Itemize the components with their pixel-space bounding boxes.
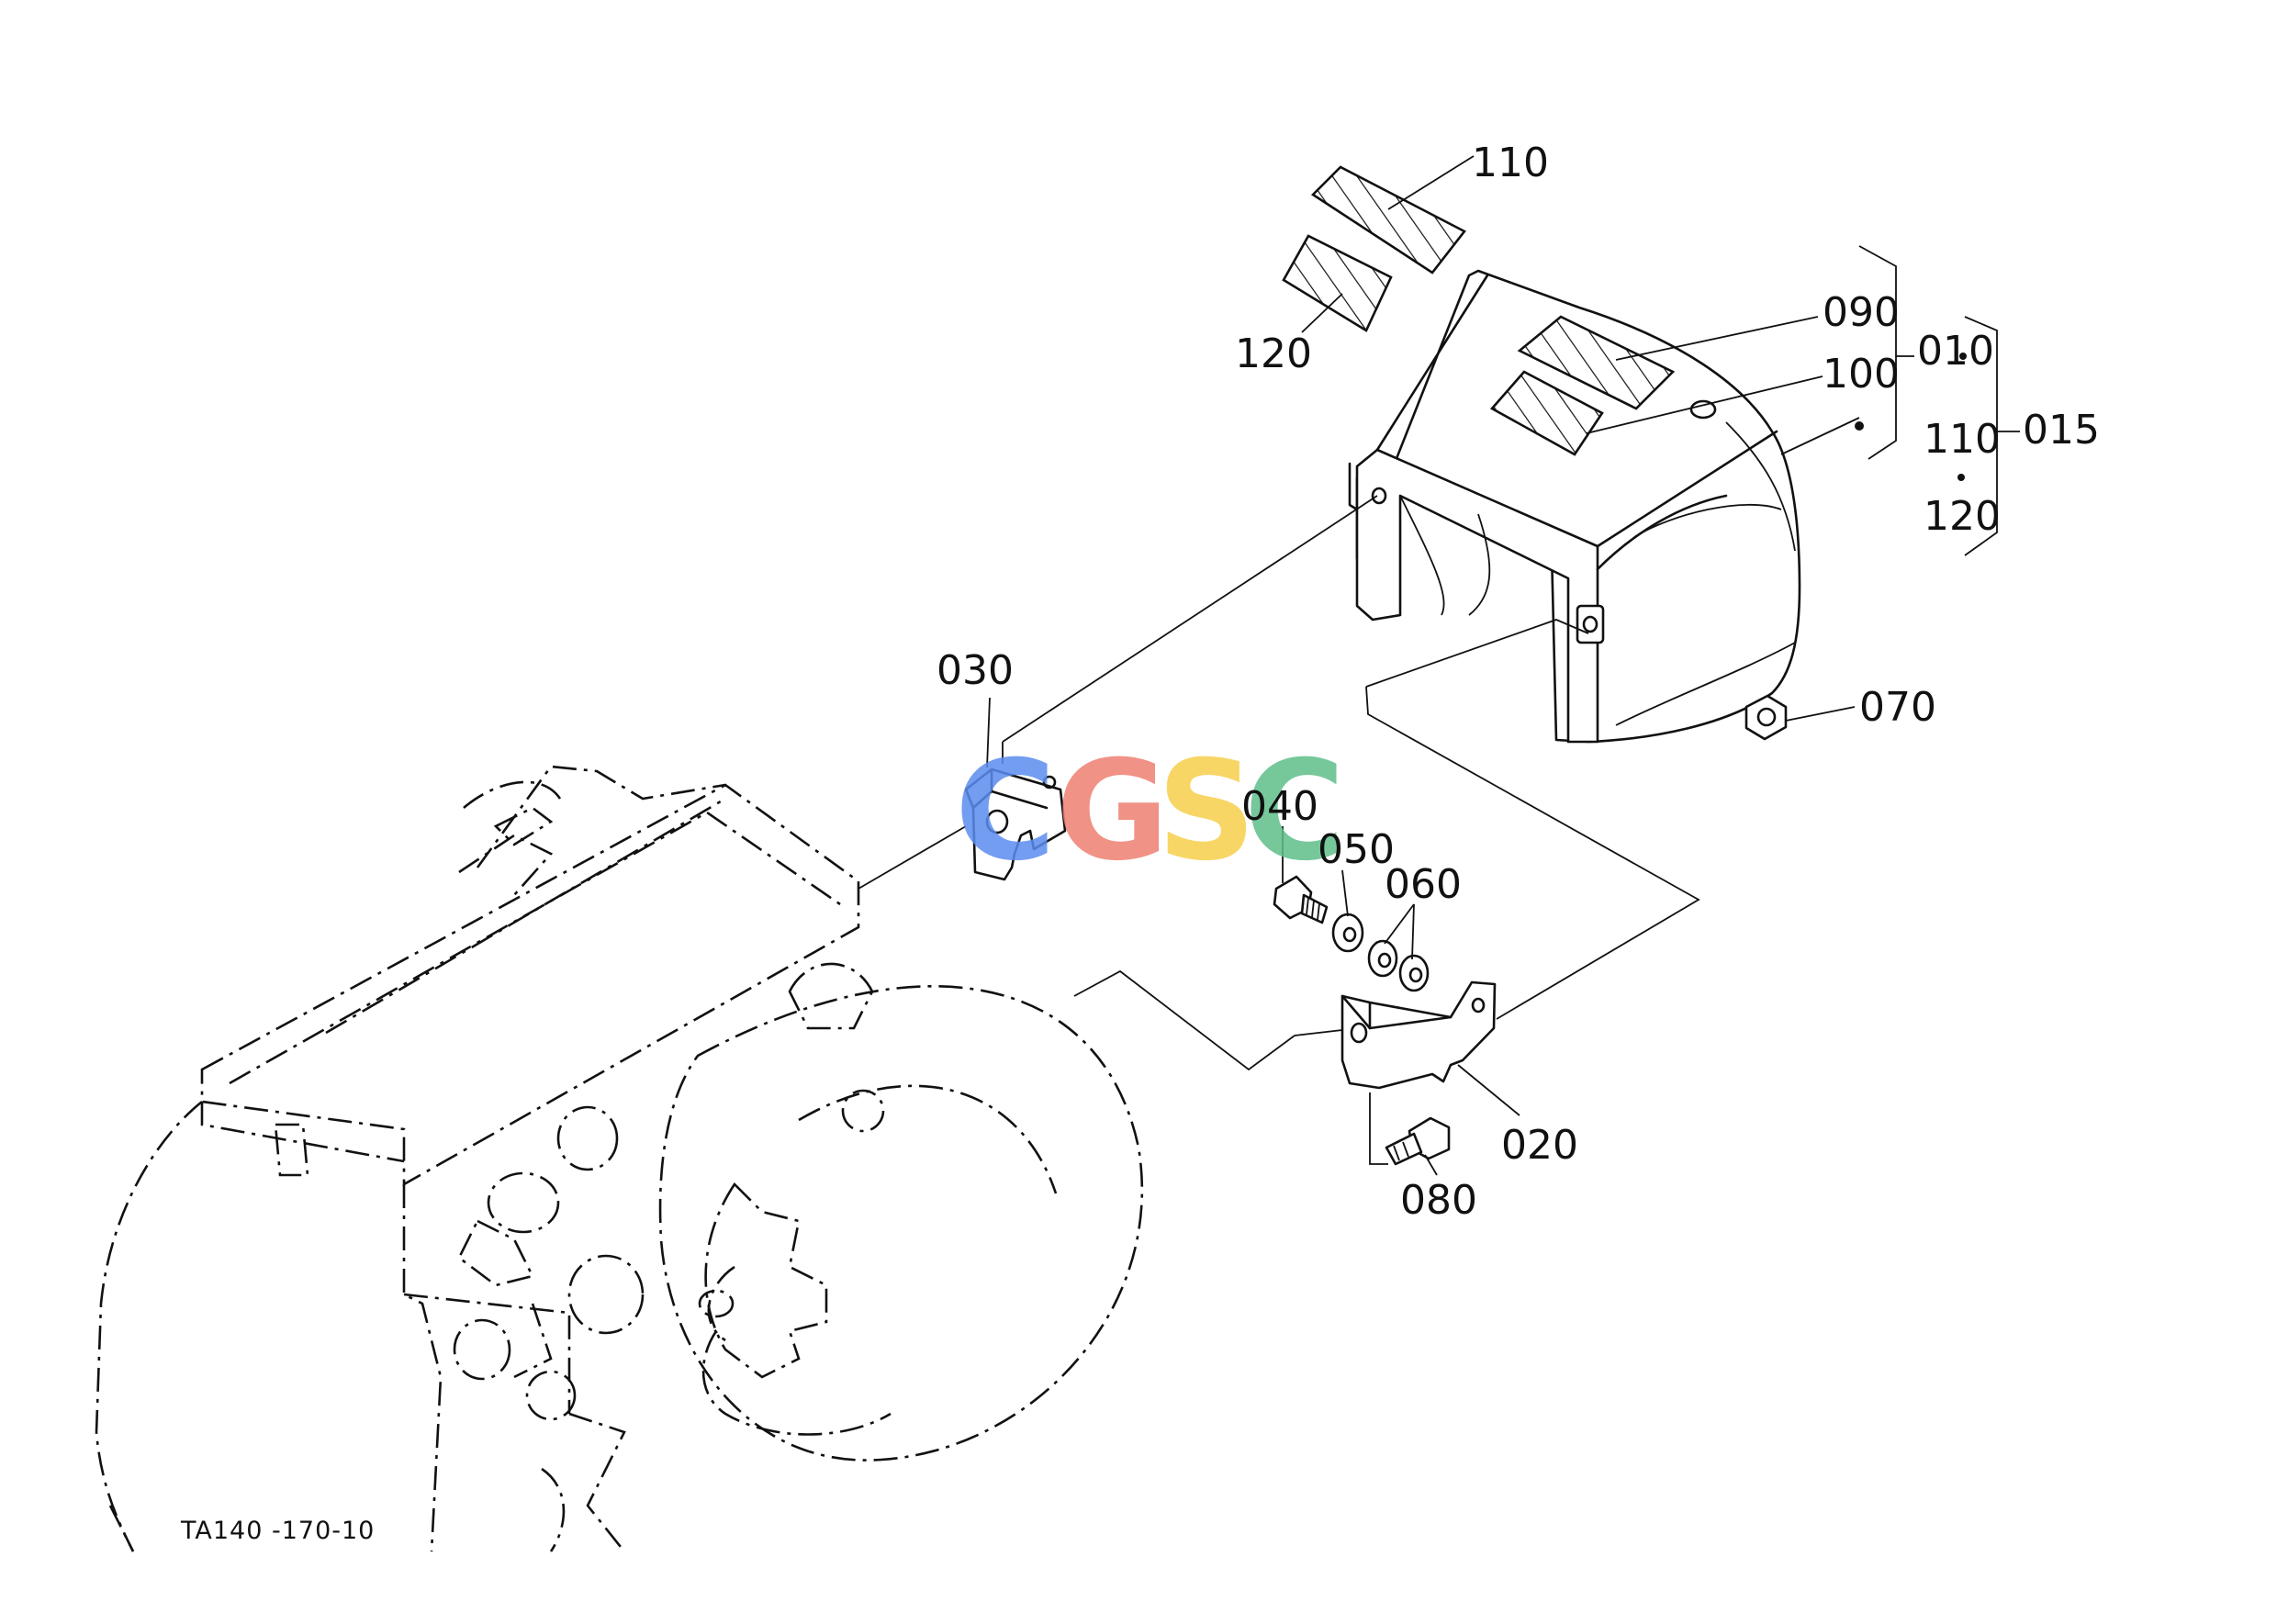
callout-060: 060	[1385, 861, 1462, 908]
label-decal-100	[1489, 370, 1604, 456]
label-decal-120-loose	[1282, 234, 1393, 332]
washer-050	[1331, 913, 1364, 953]
drawing-code: TA140 -170-10	[180, 1517, 375, 1545]
callout-020: 020	[1501, 1122, 1578, 1169]
callout-100: 100	[1823, 351, 1900, 398]
watermark-letter-4: C	[1244, 732, 1345, 891]
assembly-lines	[858, 495, 1700, 1165]
callout-110-kit: 110	[1924, 416, 2001, 463]
callout-090: 090	[1823, 289, 1900, 336]
callout-015: 015	[2023, 407, 2100, 454]
callout-010: 010	[1917, 328, 1994, 375]
callout-080: 080	[1400, 1177, 1477, 1224]
bracket-030	[964, 767, 1067, 881]
cover-assembly	[1348, 269, 1801, 744]
watermark-logo: C G S C	[955, 732, 1345, 891]
callout-070: 070	[1859, 684, 1936, 731]
callout-040: 040	[1241, 783, 1318, 830]
nut-070	[1744, 694, 1788, 741]
callout-120-top: 120	[1235, 330, 1312, 377]
washer-060-b	[1398, 954, 1430, 992]
bracket-020	[1340, 980, 1497, 1090]
label-decal-090	[1517, 315, 1676, 410]
callout-050: 050	[1318, 826, 1395, 873]
watermark-letter-1: C	[955, 732, 1056, 891]
fitting-080	[1385, 1116, 1451, 1166]
washer-060-a	[1367, 939, 1398, 978]
engine-housing-outline	[95, 765, 1144, 1552]
leader-lines	[986, 155, 2020, 1176]
label-decal-110-loose	[1310, 165, 1466, 274]
watermark-letter-3: S	[1157, 732, 1256, 891]
callout-030: 030	[937, 647, 1014, 694]
bolt-040	[1273, 875, 1329, 924]
callout-120-kit: 120	[1924, 493, 2001, 540]
callout-110-top: 110	[1472, 140, 1549, 186]
watermark-letter-2: G	[1056, 732, 1169, 891]
